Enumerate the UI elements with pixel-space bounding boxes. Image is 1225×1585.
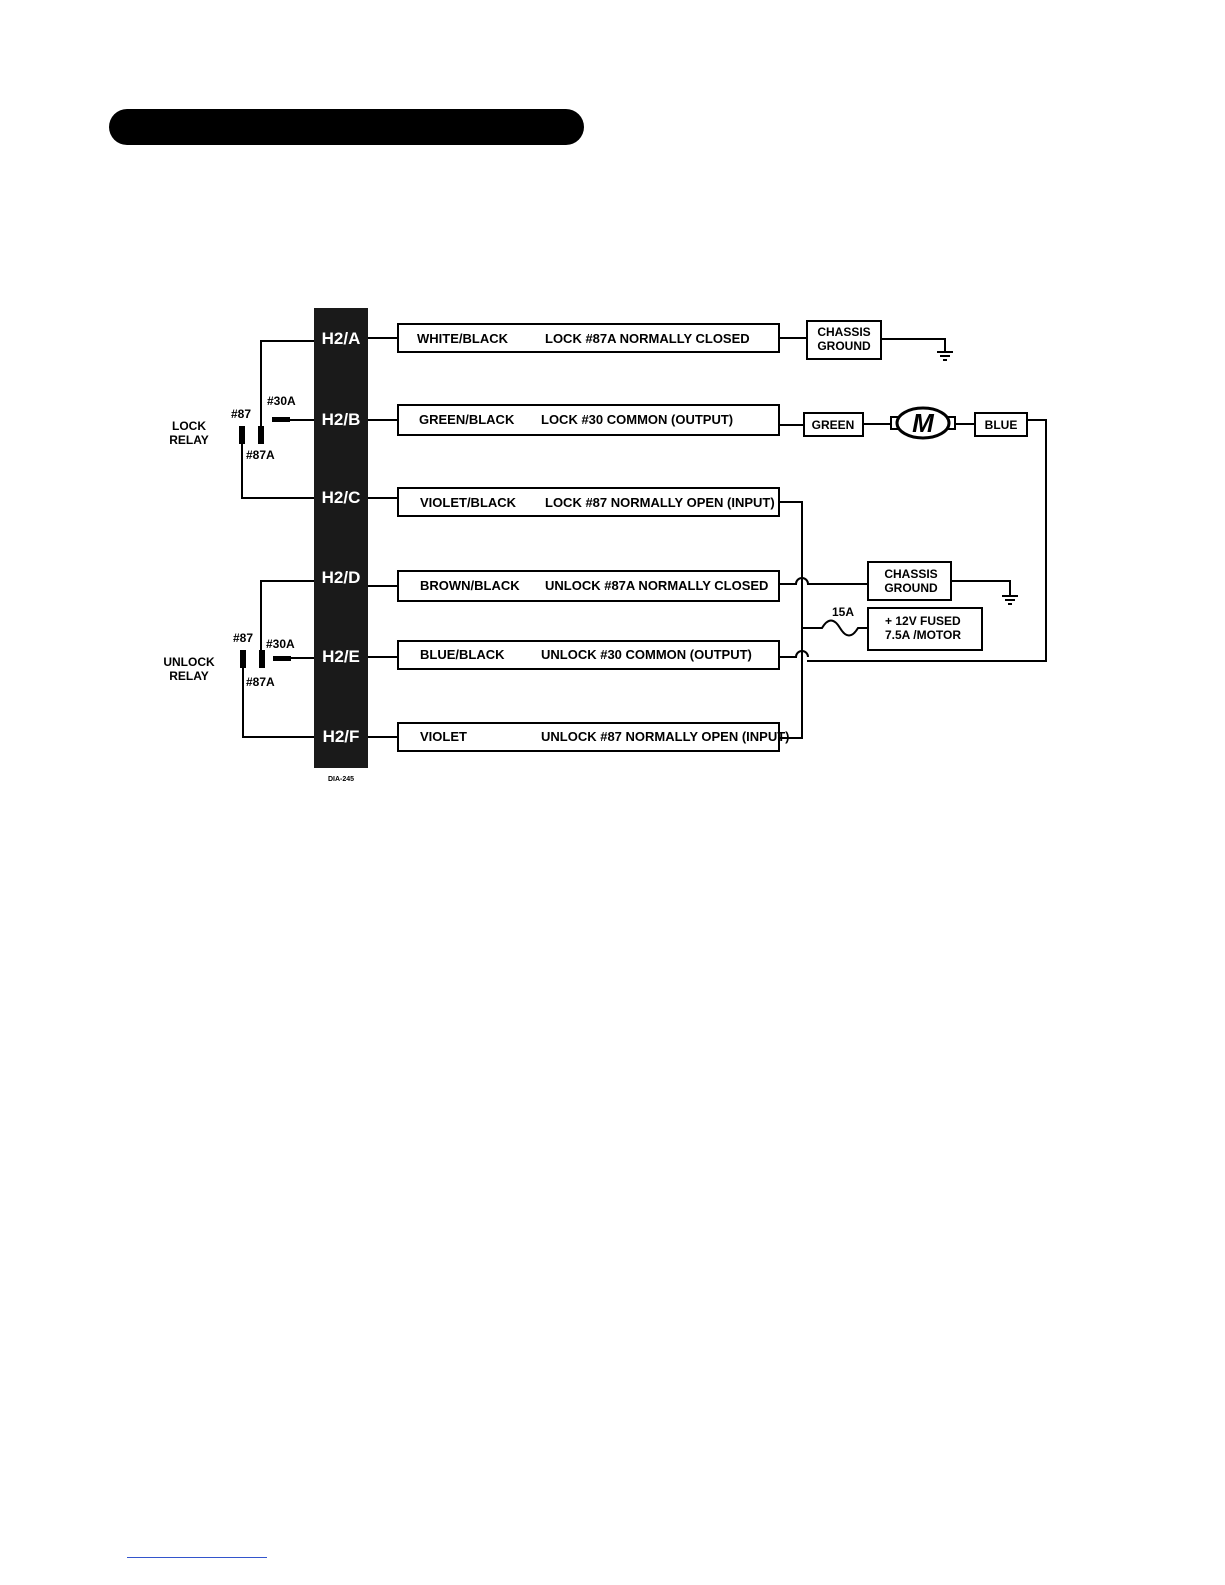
wire-box-h2e xyxy=(397,640,780,670)
motor-blue-label: BLUE xyxy=(985,418,1018,432)
fused-power-label: + 12V FUSED xyxy=(885,614,961,628)
chassis-ground-mid-label: CHASSIS xyxy=(884,567,937,581)
wire-desc-h2f: UNLOCK #87 NORMALLY OPEN (INPUT) xyxy=(541,729,789,744)
wire-color-h2f: VIOLET xyxy=(420,729,467,744)
unlock-relay-pin87a: #87A xyxy=(246,675,275,689)
wire-desc-h2d: UNLOCK #87A NORMALLY CLOSED xyxy=(545,578,768,593)
wire-color-h2a: WHITE/BLACK xyxy=(417,331,509,346)
unlock-relay-label-2: RELAY xyxy=(169,669,209,683)
wire-color-h2c: VIOLET/BLACK xyxy=(420,495,517,510)
chassis-ground-top-label: CHASSIS xyxy=(817,325,870,339)
lock-relay-pin87: #87 xyxy=(231,407,251,421)
interconnect-wires xyxy=(779,501,868,739)
motor-green-label: GREEN xyxy=(812,418,855,432)
wire-desc-h2e: UNLOCK #30 COMMON (OUTPUT) xyxy=(541,647,752,662)
chassis-ground-top: CHASSIS GROUND xyxy=(779,320,953,361)
fuse-rating: 15A xyxy=(832,605,854,619)
unlock-relay-pin30a: #30A xyxy=(266,637,295,651)
pin-label-h2a: H2/A xyxy=(322,329,361,348)
lock-relay-pin30a: #30A xyxy=(267,394,296,408)
lock-relay-label: LOCK xyxy=(172,419,206,433)
wire-color-h2b: GREEN/BLACK xyxy=(419,412,515,427)
pin-label-h2b: H2/B xyxy=(322,410,361,429)
unlock-relay-pin87: #87 xyxy=(233,631,253,645)
lock-relay-pin87a: #87A xyxy=(246,448,275,462)
chassis-ground-mid-label-2: GROUND xyxy=(884,581,938,595)
footer-divider xyxy=(127,1557,267,1558)
diagram-code: DIA-245 xyxy=(328,776,354,783)
section-title-bar xyxy=(109,109,584,145)
wire-desc-h2a: LOCK #87A NORMALLY CLOSED xyxy=(545,331,750,346)
wire-desc-h2b: LOCK #30 COMMON (OUTPUT) xyxy=(541,412,733,427)
unlock-relay-label: UNLOCK xyxy=(163,655,215,669)
unlock-relay: UNLOCK RELAY #87 #30A #87A xyxy=(163,580,314,738)
fused-power-supply: + 12V FUSED 7.5A /MOTOR 15A xyxy=(832,605,983,651)
chassis-ground-top-label-2: GROUND xyxy=(817,339,871,353)
lock-relay-label-2: RELAY xyxy=(169,433,209,447)
wire-color-h2e: BLUE/BLACK xyxy=(420,647,505,662)
lock-relay: LOCK RELAY #87 #30A #87A xyxy=(169,340,314,499)
pin-label-h2d: H2/D xyxy=(322,568,361,587)
chassis-ground-mid: CHASSIS GROUND xyxy=(867,561,1018,605)
pin-label-h2e: H2/E xyxy=(322,647,360,666)
fused-power-label-2: 7.5A /MOTOR xyxy=(885,628,961,642)
motor-symbol: M xyxy=(912,408,935,438)
pin-label-h2c: H2/C xyxy=(322,488,361,507)
wire-color-h2d: BROWN/BLACK xyxy=(420,578,520,593)
motor: GREEN BLUE M xyxy=(779,406,1047,662)
h2-connector xyxy=(314,308,368,768)
pin-label-h2f: H2/F xyxy=(323,727,360,746)
wire-desc-h2c: LOCK #87 NORMALLY OPEN (INPUT) xyxy=(545,495,775,510)
